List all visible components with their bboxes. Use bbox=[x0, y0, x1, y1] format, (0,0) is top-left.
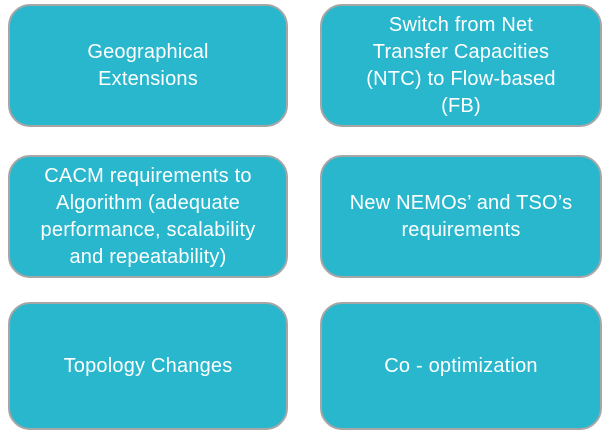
box-label: New NEMOs’ and TSO’s requirements bbox=[349, 191, 573, 241]
box-co-optimization: Co - optimization bbox=[320, 302, 602, 430]
box-cacm-requirements: CACM requirements to Algorithm (adequate… bbox=[8, 155, 288, 278]
box-geographical-extensions: Geographical Extensions bbox=[8, 4, 288, 127]
box-label: Geographical Extensions bbox=[87, 40, 209, 90]
box-topology-changes: Topology Changes bbox=[8, 302, 288, 430]
box-label: CACM requirements to Algorithm (adequate… bbox=[40, 164, 256, 268]
box-label: Co - optimization bbox=[384, 354, 538, 377]
box-label: Switch from Net Transfer Capacities (NTC… bbox=[366, 13, 556, 117]
box-nemo-tso-requirements: New NEMOs’ and TSO’s requirements bbox=[320, 155, 602, 278]
box-ntc-to-flow-based: Switch from Net Transfer Capacities (NTC… bbox=[320, 4, 602, 127]
box-label: Topology Changes bbox=[63, 354, 233, 377]
